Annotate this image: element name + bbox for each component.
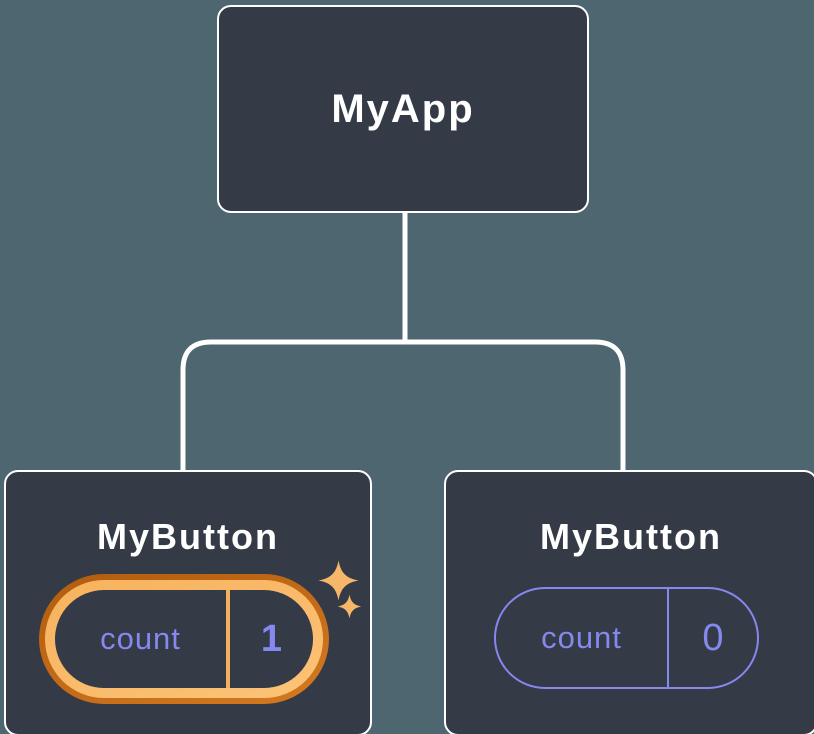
state-name-label: count (541, 620, 622, 655)
state-value: 1 (260, 617, 283, 660)
state-value-cell: 0 (669, 589, 757, 687)
component-node-child-left: MyButton count 1 (4, 470, 372, 734)
state-value-cell: 1 (230, 590, 313, 688)
state-name-cell: count (496, 589, 667, 687)
state-pill: count 0 (494, 587, 759, 689)
state-name-cell: count (55, 590, 226, 688)
state-pill-divider (667, 589, 669, 687)
component-label: MyApp (331, 86, 475, 131)
state-pill-body: count 1 (55, 590, 313, 688)
sparkles-icon (318, 560, 362, 619)
component-node-child-right: MyButton count 0 (444, 470, 814, 734)
component-label: MyButton (97, 516, 279, 557)
state-pill-highlighted: count 1 (39, 574, 329, 704)
component-node-root: MyApp (217, 5, 589, 213)
state-pill-divider (226, 590, 230, 688)
component-label: MyButton (540, 516, 722, 557)
state-pill-highlight-ring: count 1 (45, 580, 323, 698)
state-value: 0 (702, 616, 724, 659)
state-name-label: count (100, 621, 181, 656)
